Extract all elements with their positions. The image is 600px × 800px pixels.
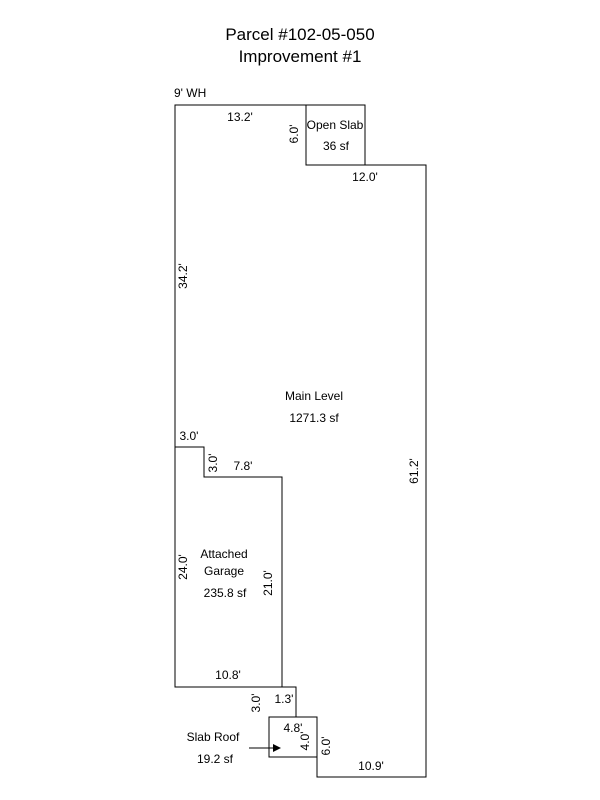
dim-main-top: 13.2'	[227, 110, 253, 124]
sketch-subtitle: Improvement #1	[238, 47, 362, 66]
open-slab-outline	[305, 104, 366, 166]
dim-lower-jog-height: 3.0'	[249, 694, 263, 713]
wall-height-label: 9' WH	[174, 86, 206, 100]
main-level-area: 1271.3 sf	[289, 411, 339, 425]
main-level-outline	[174, 104, 427, 778]
dim-main-left: 34.2'	[176, 263, 190, 289]
slab-roof-label: Slab Roof	[187, 730, 240, 744]
open-slab-area: 36 sf	[323, 139, 350, 153]
slab-roof-area: 19.2 sf	[197, 752, 234, 766]
dim-main-step: 12.0'	[352, 170, 378, 184]
dim-garage-left: 24.0'	[176, 554, 190, 580]
dim-garage-top: 7.8'	[234, 459, 253, 473]
dim-main-notch-height: 3.0'	[206, 454, 220, 473]
dim-slab-roof-width: 4.8'	[284, 721, 303, 735]
garage-area: 235.8 sf	[204, 586, 247, 600]
dim-main-bottom: 10.9'	[358, 759, 384, 773]
dim-garage-bottom: 10.8'	[215, 668, 241, 682]
dim-main-right: 61.2'	[407, 458, 421, 484]
garage-label-line1: Attached	[200, 547, 247, 561]
dim-open-slab-height: 6.0'	[287, 125, 301, 144]
dim-main-notch-width: 3.0'	[180, 429, 199, 443]
garage-outline	[174, 446, 283, 688]
dim-slab-roof-height: 4.0'	[298, 732, 312, 751]
dim-garage-right: 21.0'	[261, 570, 275, 596]
garage-label-line2: Garage	[204, 564, 244, 578]
slab-roof-outline	[268, 716, 318, 758]
dim-lower-jog-width: 1.3'	[275, 692, 294, 706]
open-slab-label: Open Slab	[307, 118, 364, 132]
sketch-title: Parcel #102-05-050	[225, 25, 375, 44]
dim-bottom-left: 6.0'	[319, 737, 333, 756]
main-level-label: Main Level	[285, 389, 343, 403]
